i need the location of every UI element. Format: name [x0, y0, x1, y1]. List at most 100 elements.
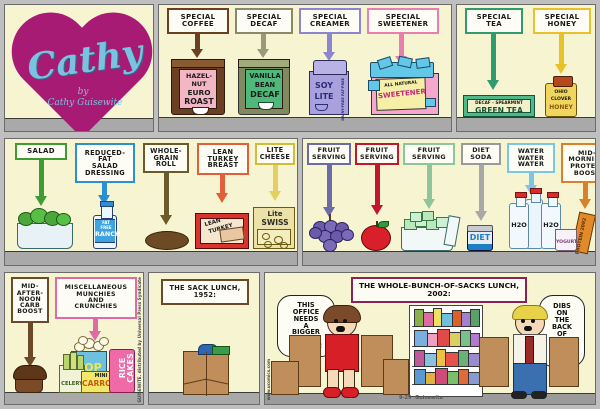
sign-post: [375, 165, 380, 207]
byline-prefix: by: [77, 87, 89, 97]
sign-special-sweetener: SPECIAL SWEETENER: [367, 8, 439, 34]
sign-sack-lunch-1952: THE SACK LUNCH, 1952:: [161, 279, 249, 305]
celery-label: CELERY: [61, 381, 83, 387]
decaf-line1: VANILLA: [249, 72, 281, 80]
arrow-down-icon: [371, 205, 383, 215]
sign-post: [28, 323, 33, 359]
honey-line3: HONEY: [549, 104, 573, 111]
panel-munchies: MID- AFTER- NOON CARB BOOST MISCELLANEOU…: [4, 272, 144, 405]
sign-salad: SALAD: [15, 143, 67, 160]
sign-post: [529, 173, 534, 187]
dressing-line3: RANCH: [95, 230, 121, 238]
yogurt-label: YOGURT: [556, 240, 578, 245]
product-soy-carton: SOY LITE DAIRY-FREE FAT-FREE: [309, 60, 349, 121]
sign-special-honey: SPECIAL HONEY: [533, 8, 591, 34]
sign-lean-turkey: LEAN TURKEY BREAST: [197, 143, 249, 175]
character-cathy: [313, 305, 369, 398]
rice-line2: CAKES: [126, 353, 135, 383]
sack-floor-2: [383, 359, 409, 395]
product-paper-sack: [183, 344, 230, 397]
water-label-1: H2O: [511, 221, 527, 229]
soy-side-text: DAIRY-FREE FAT-FREE: [341, 78, 345, 121]
coffee-bag-line1: HAZEL-: [185, 72, 213, 80]
signature-date: 9-29: [399, 395, 412, 401]
product-yogurt-cup: YOGURT: [555, 229, 577, 251]
product-cheese-package: Lite SWISS: [253, 207, 295, 249]
arrow-down-icon: [555, 64, 567, 74]
sign-post: [327, 165, 332, 209]
sign-whole-grain-roll: WHOLE- GRAIN ROLL: [143, 143, 189, 173]
cheese-line1: Lite: [267, 210, 283, 218]
arrow-down-icon: [423, 199, 435, 209]
arrow-down-icon: [216, 193, 228, 203]
sack-floor-1: [271, 361, 299, 395]
product-rice-cakes: RICE CAKES: [109, 349, 135, 393]
arrow-down-icon: [487, 80, 499, 90]
coffee-bag-line2: NUT: [191, 80, 207, 88]
arrow-down-icon: [323, 52, 335, 61]
product-turkey-package: LEAN TURKEY: [195, 213, 249, 249]
decaf-line2: BEAN: [254, 81, 276, 89]
arrow-down-icon: [35, 196, 47, 206]
sign-post: [164, 173, 169, 217]
tea-line1: DECAF - SPEARMINT: [475, 100, 523, 105]
arrow-down-icon: [160, 215, 172, 225]
sign-diet-soda: DIET SODA: [461, 143, 501, 165]
product-melon-tub: [401, 211, 461, 251]
dressing-line1: FAT: [102, 220, 110, 225]
arrow-down-icon: [89, 331, 101, 341]
arrow-down-icon: [323, 207, 335, 217]
sign-water: WATER WATER WATER: [507, 143, 555, 173]
character-coworker: [503, 305, 557, 399]
sign-post: [427, 165, 432, 201]
panel-sacks-lunch-2002: THE WHOLE-BUNCH-OF-SACKS LUNCH, 2002: TH…: [264, 272, 596, 405]
sign-special-creamer: SPECIAL CREAMER: [299, 8, 361, 34]
tea-line2: GREEN TEA: [475, 106, 523, 115]
sign-protein-boost: MID- MORNING PROTEIN BOOST: [561, 143, 595, 183]
soy-line2: LITE: [314, 92, 334, 101]
arrow-down-icon: [269, 191, 281, 201]
product-apple: [361, 221, 391, 251]
product-water-bottle-left: H2O: [509, 192, 529, 249]
website-text: www.ucomics.com: [266, 358, 271, 400]
sign-post: [327, 34, 332, 54]
sign-carb-boost: MID- AFTER- NOON CARB BOOST: [11, 277, 49, 323]
product-coffee-bag: HAZEL- NUT EURO ROAST: [171, 59, 225, 115]
sign-post: [39, 160, 44, 198]
arrow-down-icon: [98, 195, 110, 205]
product-grain-roll: [145, 231, 189, 250]
sign-post: [399, 34, 404, 58]
author-name: Cathy Guisewite: [47, 98, 123, 108]
product-dressing-bottle: FAT FREE RANCH: [93, 201, 121, 249]
sign-post: [220, 175, 225, 195]
sign-post: [559, 34, 564, 66]
protein-bar-label: PROTEIN 2092: [575, 217, 589, 255]
arrow-down-icon: [475, 211, 487, 221]
product-green-tea-box: DECAF - SPEARMINT GREEN TEA: [463, 95, 535, 117]
panel-lunch-fixings: SALAD REDUCED- FAT SALAD DRESSING FAT FR…: [4, 138, 298, 266]
sack-coworker-left: [479, 337, 509, 387]
sign-special-decaf: SPECIAL DECAF: [235, 8, 293, 34]
product-grapes: [307, 214, 355, 252]
decaf-line3: DECAF: [250, 90, 280, 99]
arrow-down-icon: [579, 199, 591, 209]
sign-post: [273, 165, 278, 193]
sign-fruit-serving-1: FRUIT SERVING: [307, 143, 351, 165]
sign-munchies: MISCELLANEOUS MUNCHIES AND CRUNCHIES: [55, 277, 137, 319]
product-muffin: [13, 365, 47, 393]
panel-tea-station: SPECIAL TEA DECAF - SPEARMINT GREEN TEA …: [456, 4, 596, 132]
title-sacks-lunch-2002: THE WHOLE-BUNCH-OF-SACKS LUNCH, 2002:: [351, 277, 527, 303]
sign-post: [479, 165, 484, 213]
product-salad-bowl: [17, 208, 73, 249]
carrots-line2: CARROTS: [82, 379, 123, 388]
arrow-down-icon: [257, 49, 269, 58]
product-diet-soda-can: DIET: [467, 225, 493, 251]
panel-coffee-station: SPECIAL COFFEE HAZEL- NUT EURO ROAST SPE…: [158, 4, 452, 132]
soda-label: DIET: [469, 233, 491, 242]
soy-line1: SOY: [314, 81, 334, 90]
coffee-bag-line4: ROAST: [184, 97, 214, 106]
panel-sack-lunch-1952: THE SACK LUNCH, 1952:: [148, 272, 260, 405]
honey-line1: OHIO: [554, 90, 568, 95]
sign-reduced-fat-dressing: REDUCED- FAT SALAD DRESSING: [75, 143, 135, 183]
sign-post: [491, 34, 496, 82]
